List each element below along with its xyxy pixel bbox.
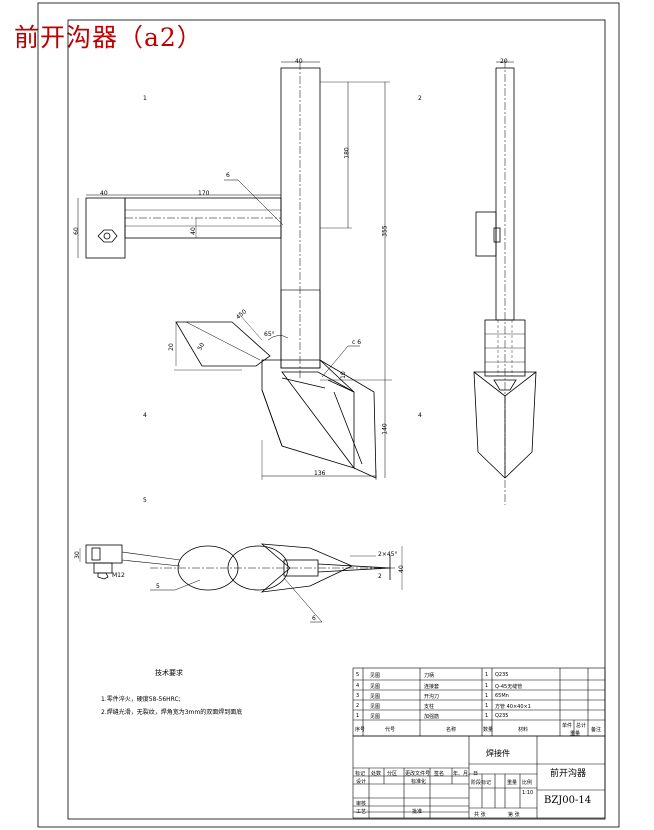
title-block	[352, 735, 606, 819]
dim-M12: M12	[112, 572, 125, 579]
bom-header-unit: 单件	[562, 723, 573, 729]
tech-line-2: 2.焊缝光滑，无裂纹，焊角宽为3mm的双面焊到面底	[101, 709, 243, 716]
dim-20: 20	[167, 343, 175, 351]
bom-qty: 1	[485, 693, 489, 699]
tb-scale: 比例	[522, 780, 533, 786]
bom-no: 2	[356, 703, 360, 709]
bom-table	[352, 667, 606, 737]
bom-no: 4	[356, 683, 360, 689]
bom-qty: 1	[485, 713, 489, 719]
dim-30: 30	[73, 551, 81, 559]
tb-count: 处数	[371, 771, 382, 777]
dim-140: 140	[381, 423, 389, 435]
bom-name: 开沟刀	[424, 694, 440, 700]
dim-355: 355	[381, 225, 389, 237]
dim-2x45deg: 2×45°	[378, 551, 398, 558]
tb-sign: 签名	[434, 771, 445, 777]
bom-header-no: 序号	[355, 727, 366, 733]
tb-zone: 分区	[387, 771, 398, 777]
dim-136: 136	[314, 470, 326, 477]
weld-symbol-1: 6	[226, 172, 230, 179]
bom-code: 见图	[370, 673, 381, 679]
bom-header-qty: 数量	[483, 727, 494, 733]
front-view	[77, 61, 392, 480]
tech-line-1: 1.零件淬火，硬度58-56HRC;	[101, 696, 181, 703]
top-view	[79, 543, 403, 623]
bom-name: 支柱	[424, 704, 435, 710]
weld-symbol-4: 6	[312, 615, 316, 622]
view-number: 2	[418, 95, 422, 102]
bom-mat: Q235	[495, 713, 509, 719]
bom-code: 见图	[370, 694, 381, 700]
dim-60-left: 60	[72, 227, 80, 235]
bom-mat: Q235	[495, 672, 509, 678]
dim-40-mid: 40	[189, 227, 197, 235]
drawing-number: BZJ00-14	[544, 795, 592, 806]
material-label: 焊接件	[486, 749, 510, 758]
tb-weight: 重量	[507, 780, 518, 786]
bom-code: 见图	[370, 684, 381, 690]
view-number: 4	[418, 412, 422, 419]
dim-2: 2	[378, 573, 382, 580]
bom-no: 3	[356, 693, 360, 699]
weld-symbol-2: c 6	[352, 339, 362, 346]
dim-10: 10	[339, 371, 347, 379]
bom-header-mat: 材料	[518, 727, 529, 733]
tb-date: 年、月、日	[453, 771, 479, 777]
dim-40-top: 40	[295, 58, 303, 65]
view-number: 5	[143, 497, 147, 504]
tb-design: 设计	[356, 779, 367, 785]
tb-sheets-total: 共 张	[474, 812, 486, 818]
bom-header-total: 总计	[576, 723, 587, 729]
outer-border	[37, 2, 620, 828]
tb-scale-value: 1:10	[522, 790, 534, 796]
bom-code: 见图	[370, 714, 381, 720]
dim-170: 170	[198, 190, 210, 197]
tb-approve: 批准	[412, 809, 423, 815]
bom-no: 5	[356, 672, 360, 678]
bom-qty: 1	[485, 683, 489, 689]
tech-heading: 技术要求	[155, 669, 183, 677]
bom-code: 见图	[370, 704, 381, 710]
bom-qty: 1	[485, 703, 489, 709]
tb-standardize: 标准化	[411, 779, 427, 785]
side-view	[473, 60, 537, 505]
dim-180: 180	[343, 147, 351, 159]
bom-qty: 1	[485, 672, 489, 678]
tb-review: 审核	[356, 801, 367, 807]
dim-65deg: 65°	[264, 331, 275, 338]
inner-frame	[67, 19, 606, 820]
dim-40-left: 40	[100, 190, 108, 197]
tb-process: 工艺	[356, 809, 367, 815]
view-number: 4	[143, 412, 147, 419]
bom-mat: 方管 40×40×1	[495, 704, 531, 710]
tb-stage: 阶段标记	[471, 780, 492, 786]
bom-mat: 65Mn	[495, 693, 509, 699]
bom-name: 连接套	[424, 684, 440, 690]
bom-name: 加强筋	[424, 714, 440, 720]
bom-header-remark: 备注	[591, 727, 602, 733]
tb-sheet-no: 第 张	[508, 812, 520, 818]
dim-side-top: 20	[500, 58, 508, 65]
tb-mark: 标记	[355, 771, 366, 777]
drawing-name: 前开沟器	[550, 769, 587, 779]
bom-name: 刀柄	[424, 673, 435, 679]
bom-no: 1	[356, 713, 360, 719]
tb-change-doc: 更改文件号	[405, 771, 431, 777]
page-title: 前开沟器（a2）	[14, 23, 203, 52]
bom-header-weight: 重量	[570, 731, 581, 737]
weld-symbol-3: 5	[156, 583, 160, 590]
bom-mat: Q-45无缝管	[495, 684, 523, 690]
bom-header-code: 代号	[385, 727, 396, 733]
bom-header-name: 名称	[446, 727, 457, 733]
dim-40-bottom: 40	[397, 565, 405, 573]
view-number: 1	[143, 95, 147, 102]
